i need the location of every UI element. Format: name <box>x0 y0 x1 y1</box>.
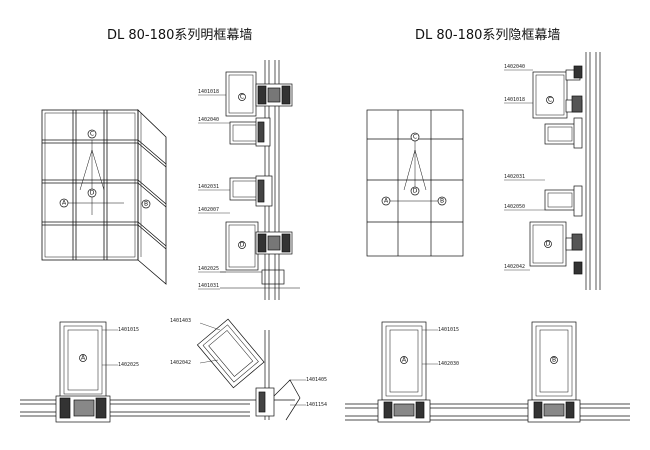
circle-label-a-right: A <box>384 198 389 205</box>
circle-label-a-plan: A <box>81 355 86 362</box>
elevation-outer-frame-hidden <box>366 109 464 257</box>
label-1402040: 1402040 <box>198 117 219 123</box>
label-1402031-right: 1402031 <box>504 174 525 180</box>
label-1401018-right: 1401018 <box>504 97 525 103</box>
label-1402031: 1402031 <box>198 184 219 190</box>
label-1402007: 1402007 <box>198 207 219 213</box>
section-detail-exposed-bottom <box>220 175 300 289</box>
circle-label-b: B <box>144 201 148 208</box>
plan-right-leaders <box>422 329 438 365</box>
label-1401405: 1401405 <box>306 377 327 383</box>
section-marker-c <box>87 129 97 139</box>
elevation-hidden-frame <box>366 109 464 257</box>
circle-label-c-detail: C <box>240 94 244 101</box>
circle-label-c-right: C <box>413 134 417 141</box>
circle-label-a-plan-right: A <box>402 357 407 364</box>
label-1401015: 1401015 <box>118 327 139 333</box>
circle-label-a: A <box>62 200 67 207</box>
section-marker-a <box>59 198 69 208</box>
right-detail-leaders <box>504 69 545 271</box>
circle-label-b-plan-right: B <box>552 357 556 364</box>
circle-label-d-detail-right: D <box>546 241 551 248</box>
label-1402030-right: 1402030 <box>438 361 459 367</box>
title-hidden-frame-curtain-wall: DL 80-180系列隐框幕墙 <box>415 28 561 43</box>
label-1402025-plan: 1402025 <box>118 362 139 368</box>
label-1402042-right: 1402042 <box>504 264 525 270</box>
plan-section-hidden <box>345 321 630 423</box>
plan-left-leaders <box>102 322 306 406</box>
circle-label-d: D <box>90 190 95 197</box>
elevation-return-panel <box>137 109 167 285</box>
label-1401018: 1401018 <box>198 89 219 95</box>
left-detail-labels <box>198 94 230 290</box>
label-1401154: 1401154 <box>306 402 327 408</box>
label-1402040-right: 1402040 <box>504 64 525 70</box>
label-1402050-right: 1402050 <box>504 204 525 210</box>
label-1402042-plan: 1402042 <box>170 360 191 366</box>
section-detail-exposed-top <box>225 60 293 300</box>
elevation-exposed-frame <box>41 109 167 285</box>
circle-label-d-right: D <box>413 188 418 195</box>
circle-label-b-right: B <box>440 198 444 205</box>
label-1401403: 1401403 <box>170 318 191 324</box>
circle-label-d-detail: D <box>240 242 245 249</box>
circle-label-c-detail-right: C <box>548 97 552 104</box>
section-detail-hidden <box>529 52 601 290</box>
section-marker-d <box>87 188 97 198</box>
circle-label-c: C <box>90 131 94 138</box>
section-marker-b <box>141 199 151 209</box>
title-exposed-frame-curtain-wall: DL 80-180系列明框幕墙 <box>107 28 253 43</box>
label-1401031: 1401031 <box>198 283 219 289</box>
label-1402025: 1402025 <box>198 266 219 272</box>
label-1401015-right: 1401015 <box>438 327 459 333</box>
plan-section-exposed <box>20 318 301 423</box>
